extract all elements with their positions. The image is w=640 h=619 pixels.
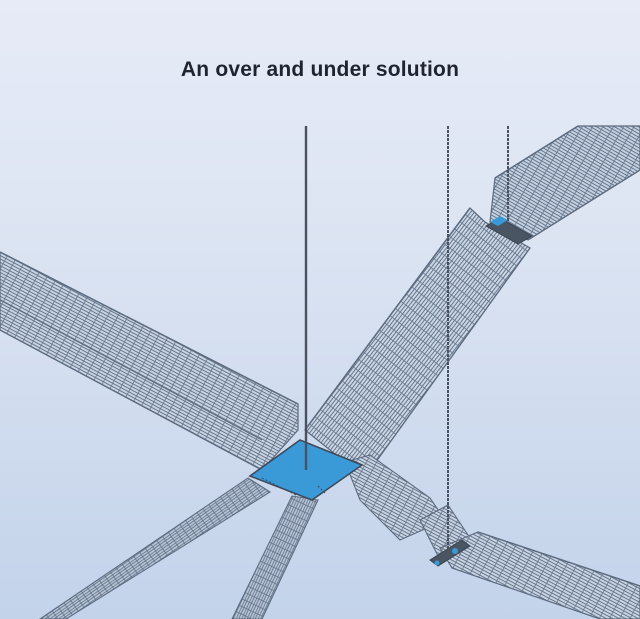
top-right-tray <box>484 125 640 245</box>
lower-right-tray <box>344 454 640 619</box>
upper-right-diagonal-tray <box>304 207 531 471</box>
left-horizontal-tray <box>0 251 299 471</box>
figure-title: An over and under solution <box>180 58 460 81</box>
lower-left-trays <box>39 477 319 619</box>
hanger-rods <box>304 126 509 550</box>
